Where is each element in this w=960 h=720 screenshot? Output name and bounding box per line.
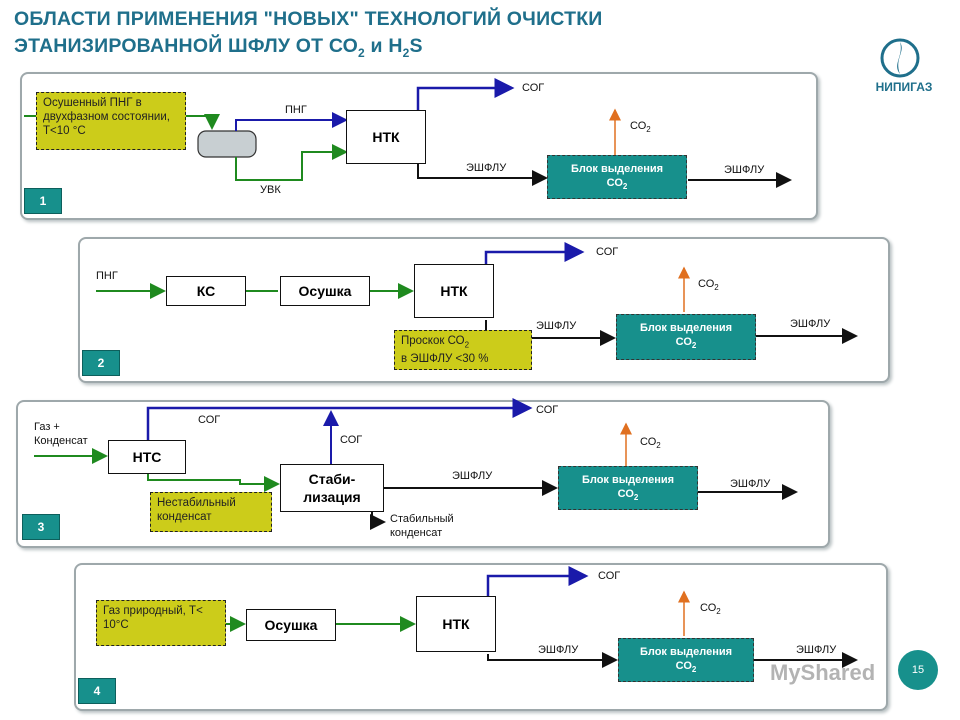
co2-text: СО (698, 278, 715, 290)
proskok-line2: в ЭШФЛУ <30 % (401, 353, 489, 366)
block-line1: Блок выделения (639, 646, 733, 658)
s4-sog-line (486, 566, 589, 596)
block-co2: СО (606, 177, 623, 189)
s2-osushka-box: Осушка (280, 276, 370, 306)
s3-eshflu-out-label: ЭШФЛУ (730, 478, 771, 490)
s1-sog-line (416, 78, 515, 110)
page-title: ОБЛАСТИ ПРИМЕНЕНИЯ "НОВЫХ" ТЕХНОЛОГИЙ ОЧ… (14, 6, 834, 67)
s2-eshflu-in-label: ЭШФЛУ (536, 320, 577, 332)
co2-text: СО (640, 436, 657, 448)
s3-sog3-label: СОГ (536, 404, 559, 416)
s2-eshflu-out-label: ЭШФЛУ (790, 318, 831, 330)
s4-co2-label: СО2 (700, 602, 721, 616)
s1-number-badge: 1 (24, 188, 62, 214)
s1-eshflu-out-label: ЭШФЛУ (724, 164, 765, 176)
proskok-line1: Проскок СО2 (401, 334, 525, 352)
title-sub: 2 (358, 45, 365, 60)
s1-uvk-label: УВК (260, 184, 281, 196)
s2-sog-line (484, 242, 585, 266)
co2-sub: 2 (716, 607, 721, 617)
block-co2: СО (675, 660, 692, 672)
block-line1: Блок выделения (581, 474, 675, 486)
title-text: S (409, 35, 423, 57)
s2-co2-label: СО2 (698, 278, 719, 292)
s4-eshflu-line (487, 652, 618, 668)
block-line2: СО2 (559, 487, 697, 505)
block-co2: СО (675, 336, 692, 348)
s3-unstable-box: Нестабильный конденсат (150, 492, 272, 532)
proskok-text: Проскок СО (401, 335, 465, 347)
s2-png-label: ПНГ (96, 270, 118, 282)
s4-input-box: Газ природный, Т< 10°С (96, 600, 226, 646)
watermark: MyShared (770, 660, 876, 685)
proskok-sub: 2 (464, 340, 470, 350)
s2-ks-box: КС (166, 276, 246, 306)
logo-name: НИПИГАЗ (875, 80, 933, 94)
s1-sog-label: СОГ (522, 82, 545, 94)
block-sub: 2 (691, 341, 697, 351)
s1-co2-label: СО2 (630, 120, 651, 134)
s4-osushka-box: Осушка (246, 609, 336, 641)
s1-eshflu-line (417, 162, 548, 186)
s1-separator (197, 130, 257, 158)
s1-eshflu-in-label: ЭШФЛУ (466, 162, 507, 174)
s2-number-badge: 2 (82, 350, 120, 376)
s3-sog-top-line (146, 398, 533, 440)
s3-unstable-line (147, 474, 280, 492)
s3-sog1-label: СОГ (198, 414, 221, 426)
s1-png-label: ПНГ (285, 104, 307, 116)
title-line-2: ЭТАНИЗИРОВАННОЙ ШФЛУ ОТ СО2 и Н2S (14, 33, 834, 67)
s3-nts-box: НТС (108, 440, 186, 474)
block-co2: СО (617, 488, 634, 500)
co2-text: СО (630, 120, 647, 132)
s2-ntk-box: НТК (414, 264, 494, 318)
s1-ntk-box: НТК (346, 110, 426, 164)
block-sub: 2 (622, 182, 628, 192)
s3-stable-label: Стабильный конденсат (390, 513, 454, 539)
s4-eshflu-in-label: ЭШФЛУ (538, 644, 579, 656)
co2-sub: 2 (656, 441, 661, 451)
s3-eshflu-in-label: ЭШФЛУ (452, 470, 493, 482)
s4-ntk-box: НТК (416, 596, 496, 652)
s4-eshflu-out-label: ЭШФЛУ (796, 644, 837, 656)
s4-number-badge: 4 (78, 678, 116, 704)
title-text: и Н (364, 35, 403, 57)
block-line2: СО2 (619, 659, 753, 677)
nipigaz-logo-icon (880, 38, 920, 78)
block-line2: СО2 (548, 176, 686, 194)
title-line-1: ОБЛАСТИ ПРИМЕНЕНИЯ "НОВЫХ" ТЕХНОЛОГИЙ ОЧ… (14, 8, 603, 30)
block-line1: Блок выделения (639, 322, 733, 334)
s3-number-badge: 3 (22, 514, 60, 540)
title-text: ЭТАНИЗИРОВАННОЙ ШФЛУ ОТ СО (14, 35, 359, 57)
s2-sog-label: СОГ (596, 246, 619, 258)
block-sub: 2 (633, 493, 639, 503)
co2-sub: 2 (646, 125, 651, 135)
block-sub: 2 (691, 665, 697, 675)
s1-png-line (235, 112, 348, 131)
s4-sog-label: СОГ (598, 570, 621, 582)
co2-sub: 2 (714, 283, 719, 293)
s3-stab-box: Стаби- лизация (280, 464, 384, 512)
block-line1: Блок выделения (570, 163, 664, 175)
co2-text: СО (700, 602, 717, 614)
s3-stable-line (370, 512, 386, 530)
s3-co2-label: СО2 (640, 436, 661, 450)
s1-input-box: Осушенный ПНГ в двухфазном состоянии, Т<… (36, 92, 186, 150)
s3-sog2-label: СОГ (340, 434, 363, 446)
title-sub: 2 (402, 45, 410, 60)
block-line2: СО2 (617, 335, 755, 353)
s1-uvk-line (235, 144, 348, 181)
s3-input-label: Газ + Конденсат (34, 421, 88, 447)
page-number-badge: 15 (898, 650, 938, 690)
